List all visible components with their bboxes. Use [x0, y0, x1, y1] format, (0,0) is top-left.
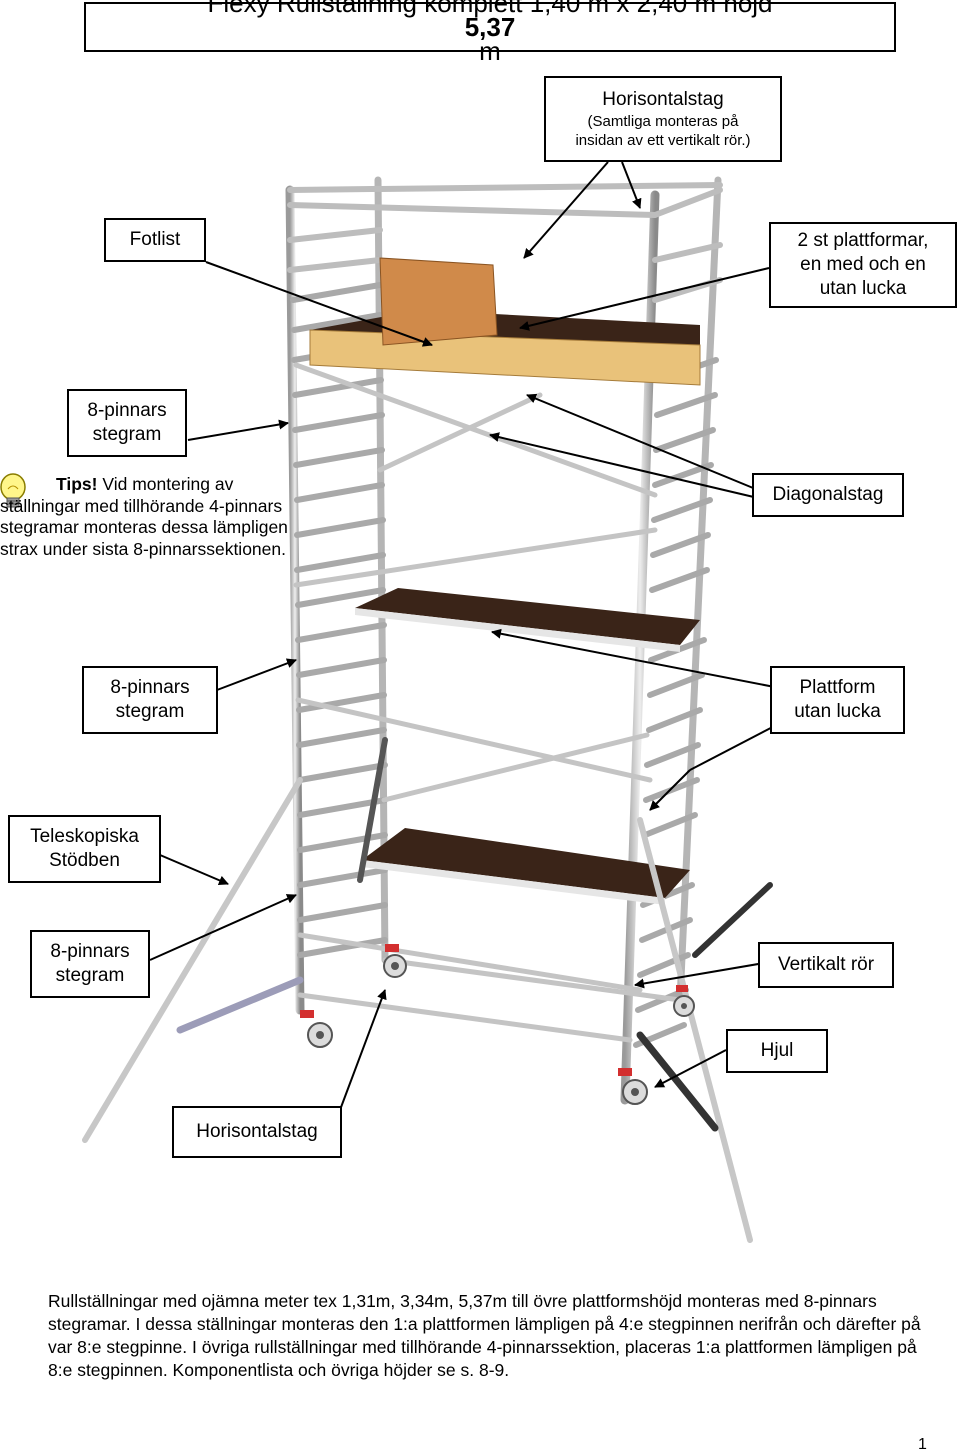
label-text: Vertikalt rör: [777, 954, 875, 975]
label-subtext: insidan av ett vertikalt rör.): [575, 132, 751, 149]
wheels: [300, 944, 695, 1105]
wheel: [673, 985, 695, 1017]
label-text: Stödben: [49, 850, 120, 871]
label-text: utan lucka: [819, 278, 907, 299]
title-height: 5,37: [464, 12, 516, 42]
label-text: 2 st plattformar,: [797, 230, 929, 251]
label-vertikalt-ror: Vertikalt rör: [758, 942, 894, 988]
label-text: stegram: [92, 424, 162, 445]
label-stegram-middle: 8-pinnars stegram: [82, 666, 218, 734]
page-title: Flexy Rullställning komplett 1,40 m x 2,…: [84, 0, 896, 64]
outriggers: [82, 737, 773, 1243]
label-teleskopiska-stodben: Teleskopiska Stödben: [8, 815, 161, 883]
assembly-note: Rullställningar med ojämna meter tex 1,3…: [48, 1291, 921, 1380]
label-text: en med och en: [800, 254, 926, 275]
top-platform: [309, 257, 701, 386]
label-horisontalstag-top: Horisontalstag (Samtliga monteras på ins…: [544, 76, 782, 162]
middle-platform: [355, 588, 700, 652]
label-subtext: (Samtliga monteras på: [587, 113, 739, 130]
label-horisontalstag-bottom: Horisontalstag: [172, 1106, 342, 1158]
label-text: Hjul: [760, 1040, 794, 1061]
label-text: Plattform: [799, 677, 876, 698]
label-text: Horisontalstag: [602, 89, 724, 110]
title-text: Flexy Rullställning komplett 1,40 m x 2,…: [207, 0, 773, 18]
label-text: 8-pinnars: [50, 941, 130, 962]
lightbulb-icon: [0, 473, 26, 508]
label-text: Teleskopiska: [30, 826, 139, 847]
label-text: Horisontalstag: [196, 1121, 318, 1142]
wheel: [618, 1068, 648, 1105]
label-fotlist: Fotlist: [104, 218, 206, 262]
label-text: Diagonalstag: [772, 484, 884, 505]
label-text: utan lucka: [794, 701, 881, 722]
tips-lead: Tips!: [56, 474, 98, 494]
label-text: stegram: [55, 965, 125, 986]
label-text: 8-pinnars: [87, 400, 167, 421]
label-text: 8-pinnars: [110, 677, 190, 698]
label-text: Fotlist: [129, 229, 181, 250]
lower-platform: [362, 828, 690, 905]
label-stegram-top: 8-pinnars stegram: [67, 389, 187, 457]
label-diagonalstag: Diagonalstag: [752, 473, 904, 517]
label-stegram-bottom: 8-pinnars stegram: [30, 930, 150, 998]
label-hjul: Hjul: [726, 1029, 828, 1073]
wheel: [383, 944, 407, 978]
label-text: stegram: [115, 701, 185, 722]
toeboard: [379, 257, 498, 346]
page-number: 1: [918, 1436, 927, 1453]
tips-body: Vid montering av ställningar med tillhör…: [0, 474, 288, 559]
label-plattformar: 2 st plattformar, en med och en utan luc…: [769, 222, 957, 308]
wheel: [300, 1010, 333, 1048]
diagonal-braces: [293, 362, 683, 1043]
label-plattform-utan-lucka: Plattform utan lucka: [770, 666, 905, 734]
tips-text: Tips! Vid montering av ställningar med t…: [0, 474, 300, 560]
title-unit: m: [479, 36, 501, 66]
leader-arrows: [149, 161, 791, 1111]
